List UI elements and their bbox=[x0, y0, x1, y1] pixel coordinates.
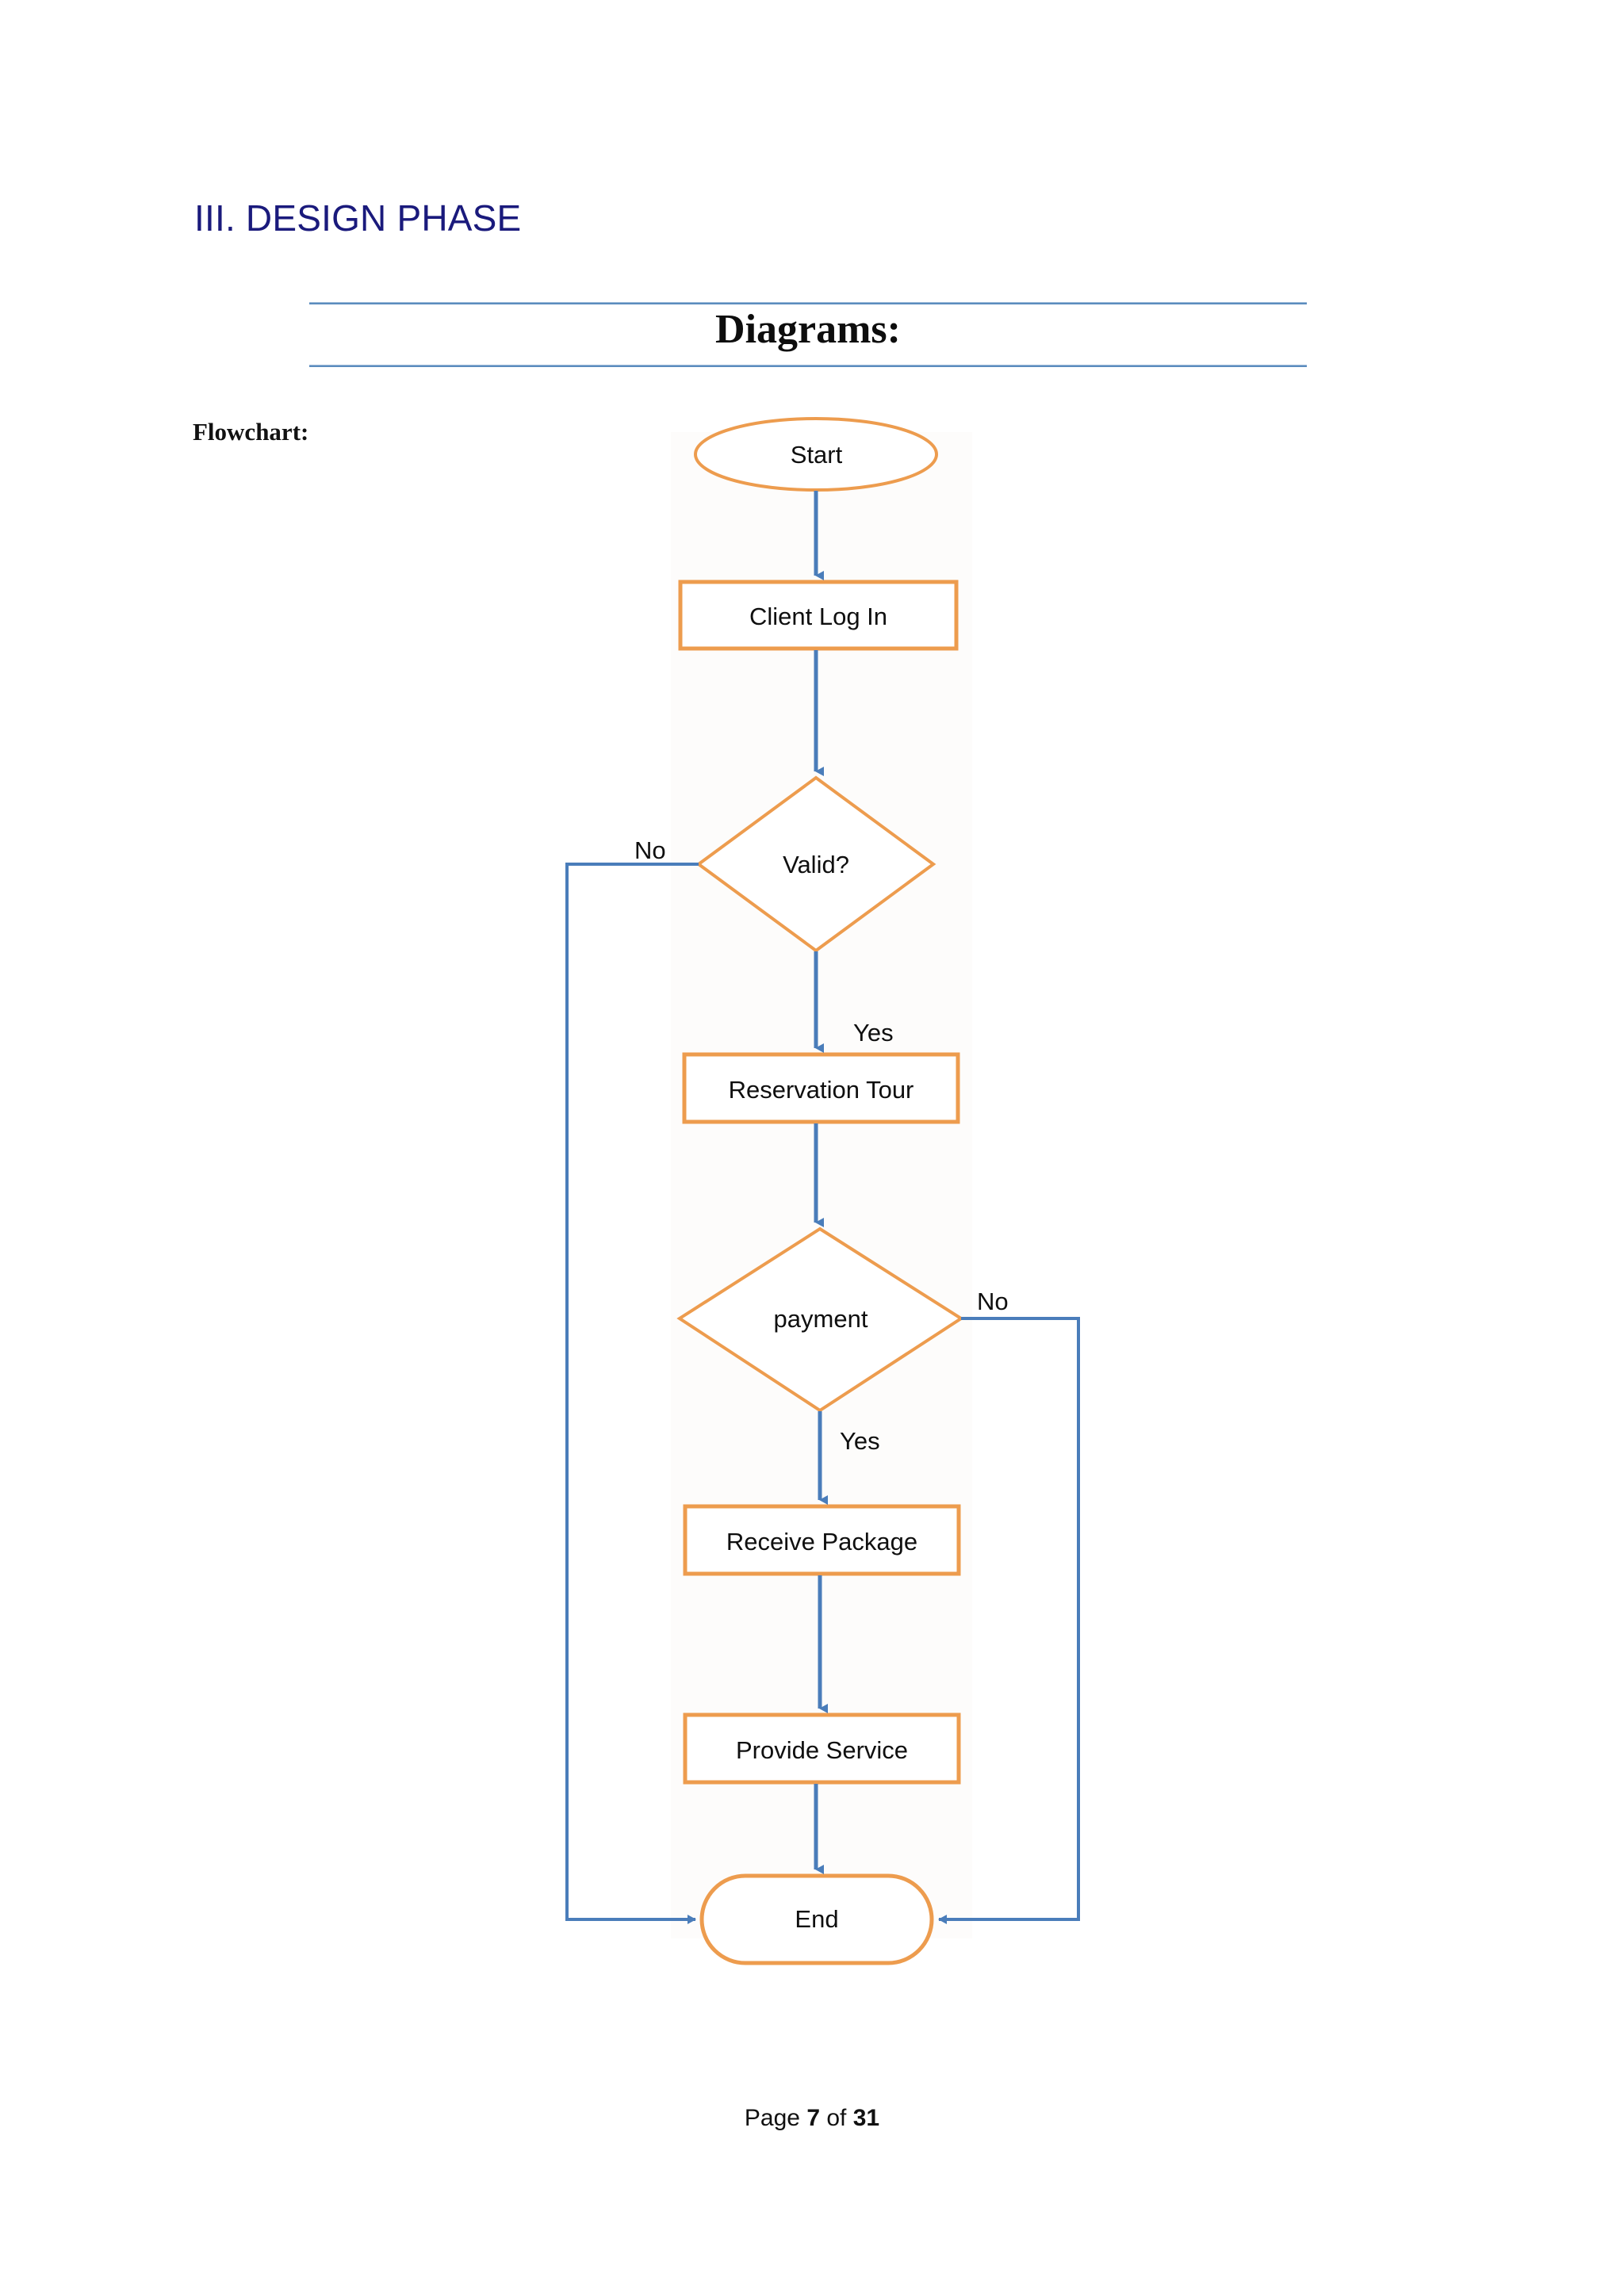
flowchart-caption: Flowchart: bbox=[193, 418, 309, 446]
footer-total-pages: 31 bbox=[852, 2105, 880, 2131]
node-label-reservation-tour: Reservation Tour bbox=[728, 1076, 914, 1104]
edge-label-valid-yes: Yes bbox=[853, 1019, 894, 1047]
node-label-payment: payment bbox=[773, 1305, 868, 1333]
edge-payment-no-to-end bbox=[938, 1317, 1080, 1924]
node-label-end: End bbox=[795, 1905, 839, 1933]
footer-prefix: Page bbox=[744, 2105, 807, 2131]
edge-label-valid-no: No bbox=[634, 836, 666, 864]
heading-rule-bottom bbox=[309, 365, 1307, 367]
node-label-client-log-in: Client Log In bbox=[749, 603, 888, 630]
edge-label-payment-no: No bbox=[977, 1288, 1009, 1315]
footer-page-number: 7 bbox=[806, 2105, 820, 2131]
edge-label-payment-yes: Yes bbox=[840, 1427, 880, 1455]
diagrams-heading: Diagrams: bbox=[715, 307, 901, 352]
node-label-valid: Valid? bbox=[783, 851, 849, 878]
heading-rule-top bbox=[309, 302, 1307, 304]
edge-valid-no-to-end bbox=[565, 863, 699, 1924]
node-label-provide-service: Provide Service bbox=[735, 1736, 909, 1764]
node-label-start: Start bbox=[790, 441, 843, 469]
page-footer: Page 7 of 31 bbox=[0, 2105, 1624, 2132]
node-label-receive-package: Receive Package bbox=[726, 1528, 918, 1556]
page-title: III. DESIGN PHASE bbox=[194, 197, 522, 239]
footer-middle: of bbox=[820, 2105, 853, 2131]
